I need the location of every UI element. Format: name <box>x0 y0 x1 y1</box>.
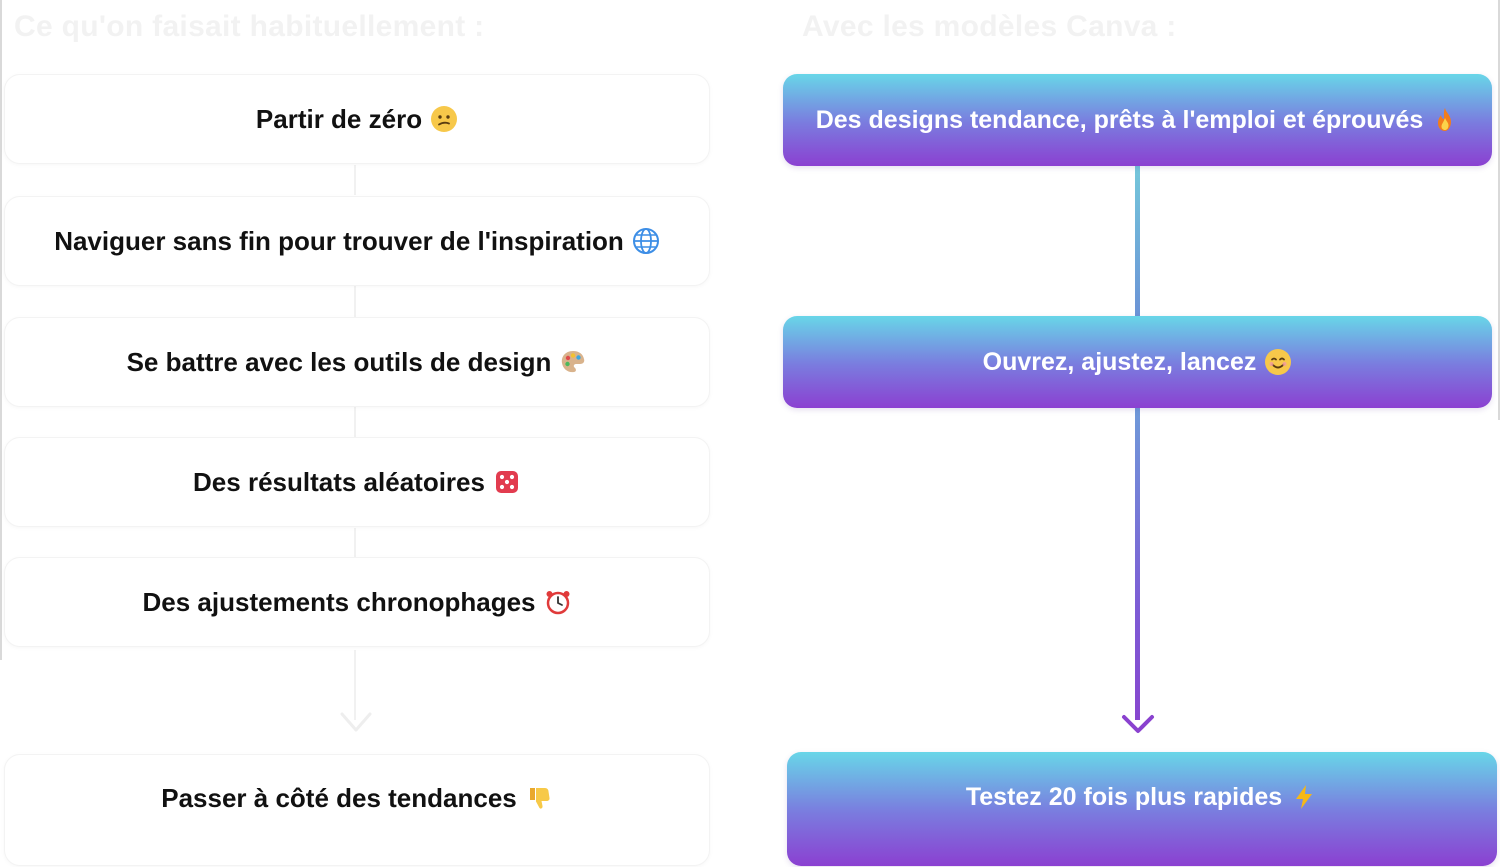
before-connector <box>354 285 356 318</box>
after-step-label: Ouvrez, ajustez, lancez <box>982 347 1257 376</box>
after-connector <box>1135 166 1140 316</box>
lightning-icon <box>1290 783 1318 811</box>
before-step-card: Naviguer sans fin pour trouver de l'insp… <box>4 196 710 286</box>
after-step-card: Ouvrez, ajustez, lancez <box>783 316 1492 408</box>
after-step-label: Testez 20 fois plus rapides <box>965 782 1283 811</box>
dice-icon <box>493 468 521 496</box>
alarm-clock-icon <box>544 588 572 616</box>
before-step-label: Passer à côté des tendances <box>161 782 517 813</box>
before-connector <box>354 528 356 561</box>
smiling-face-icon <box>1264 348 1292 376</box>
right-edge-line <box>1498 0 1500 420</box>
left-edge-line <box>0 0 2 660</box>
after-step-card: Des designs tendance, prêts à l'emploi e… <box>783 74 1492 166</box>
before-step-card: Des résultats aléatoires <box>4 437 710 527</box>
before-connector <box>354 650 356 720</box>
after-arrowhead <box>1122 715 1154 733</box>
before-connector <box>354 406 356 438</box>
before-step-label: Se battre avec les outils de design <box>126 346 552 377</box>
after-column-title: Avec les modèles Canva : <box>802 10 1177 43</box>
before-step-card: Des ajustements chronophages <box>4 557 710 647</box>
before-step-label: Des ajustements chronophages <box>142 586 536 617</box>
before-column-title: Ce qu'on faisait habituellement : <box>14 10 485 43</box>
globe-icon <box>632 227 660 255</box>
fire-icon <box>1431 106 1459 134</box>
confused-face-icon <box>430 105 458 133</box>
thumbs-down-icon <box>525 784 553 812</box>
before-step-card: Partir de zéro <box>4 74 710 164</box>
before-arrowhead <box>340 712 372 732</box>
palette-icon <box>559 348 587 376</box>
before-step-label: Partir de zéro <box>255 103 423 134</box>
after-connector <box>1135 408 1140 720</box>
after-step-card: Testez 20 fois plus rapides <box>787 752 1497 866</box>
after-step-label: Des designs tendance, prêts à l'emploi e… <box>815 105 1424 134</box>
before-step-label: Des résultats aléatoires <box>193 466 485 497</box>
before-step-card: Se battre avec les outils de design <box>4 317 710 407</box>
before-connector <box>354 165 356 195</box>
before-step-label: Naviguer sans fin pour trouver de l'insp… <box>54 225 624 256</box>
before-step-card: Passer à côté des tendances <box>4 754 710 866</box>
